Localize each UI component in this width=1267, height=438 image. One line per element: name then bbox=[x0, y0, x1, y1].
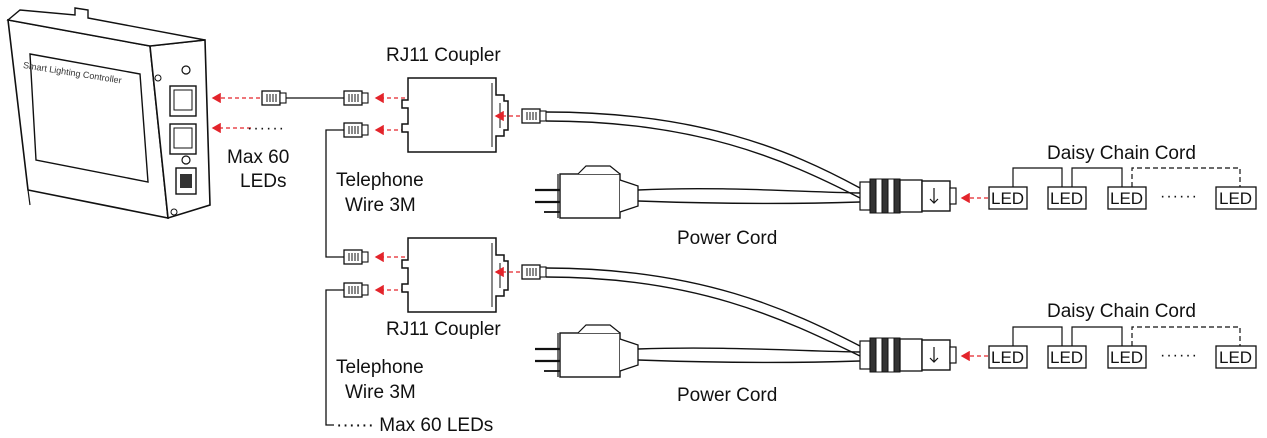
led-bottom-3: LED bbox=[1110, 348, 1144, 367]
led-bottom-1: LED bbox=[991, 348, 1025, 367]
telephone-label-bottom-line2: Wire 3M bbox=[345, 382, 416, 403]
max-leds-top-line2: LEDs bbox=[240, 171, 287, 192]
max-leds-bottom: ······ Max 60 LEDs bbox=[336, 415, 494, 436]
power-cord-label-bottom: Power Cord bbox=[677, 385, 778, 406]
dots-top: ······ bbox=[247, 120, 285, 137]
led-bottom-4: LED bbox=[1219, 348, 1253, 367]
coupler-label-bottom: RJ11 Coupler bbox=[386, 319, 501, 340]
led-dots-bottom: ······ bbox=[1160, 347, 1198, 364]
power-cord-label-top: Power Cord bbox=[677, 228, 778, 249]
daisy-chain-label-bottom: Daisy Chain Cord bbox=[1047, 301, 1196, 322]
telephone-label-top-line1: Telephone bbox=[336, 170, 424, 191]
led-top-4: LED bbox=[1219, 189, 1253, 208]
led-chain-bottom bbox=[988, 326, 1257, 369]
telephone-label-top-line2: Wire 3M bbox=[345, 195, 416, 216]
coupler-2 bbox=[343, 237, 988, 379]
led-chain-top bbox=[988, 167, 1257, 210]
max-leds-top-line1: Max 60 bbox=[227, 147, 290, 168]
top-link bbox=[211, 90, 344, 134]
led-bottom-2: LED bbox=[1050, 348, 1084, 367]
led-dots-top: ······ bbox=[1160, 188, 1198, 205]
telephone-wire-link bbox=[325, 129, 344, 426]
led-top-2: LED bbox=[1050, 189, 1084, 208]
telephone-label-bottom-line1: Telephone bbox=[336, 357, 424, 378]
led-top-3: LED bbox=[1110, 189, 1144, 208]
coupler-label-top: RJ11 Coupler bbox=[386, 45, 501, 66]
coupler-1 bbox=[343, 77, 988, 220]
daisy-chain-label-top: Daisy Chain Cord bbox=[1047, 143, 1196, 164]
controller-device bbox=[6, 7, 211, 220]
led-top-1: LED bbox=[991, 189, 1025, 208]
